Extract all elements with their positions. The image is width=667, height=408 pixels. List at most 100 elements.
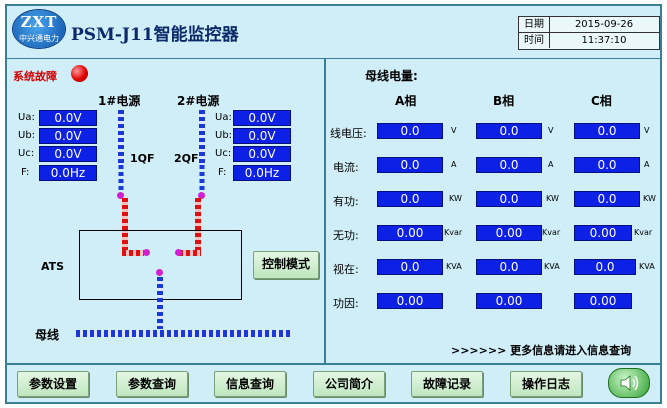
src1-f-label: F: xyxy=(21,167,30,178)
active-power-c: 0.0 xyxy=(574,191,640,207)
time-value: 11:37:10 xyxy=(581,35,627,46)
power-factor-a: 0.00 xyxy=(377,293,443,309)
active-power-b-unit: KW xyxy=(546,194,559,203)
ats-output-contact xyxy=(156,269,163,276)
current-c-unit: A xyxy=(644,160,650,169)
source2-title: 2#电源 xyxy=(177,94,220,108)
line-voltage-a-unit: V xyxy=(451,126,457,135)
current-c: 0.0 xyxy=(574,157,640,173)
reactive-power-c: 0.00 xyxy=(574,225,632,241)
line-voltage-c: 0.0 xyxy=(574,123,640,139)
current-a-unit: A xyxy=(451,160,457,169)
row-apparent-power-label: 视在: xyxy=(333,263,359,276)
src1-uc-label: Uc: xyxy=(18,148,35,159)
bus-feed-line xyxy=(157,277,163,329)
active-power-c-unit: KW xyxy=(643,194,656,203)
row-reactive-power-label: 无功: xyxy=(333,229,359,242)
row-power-factor-label: 功因: xyxy=(333,297,359,310)
current-a: 0.0 xyxy=(377,157,443,173)
line-voltage-b: 0.0 xyxy=(476,123,542,139)
apparent-power-c-unit: KVA xyxy=(639,262,655,271)
line-voltage-b-unit: V xyxy=(548,126,554,135)
datetime-box: 日期 2015-09-26 时间 11:37:10 xyxy=(518,16,660,50)
src1-f-value: 0.0Hz xyxy=(39,165,97,181)
source1-title: 1#电源 xyxy=(98,94,141,108)
line-voltage-c-unit: V xyxy=(644,126,650,135)
time-label: 时间 xyxy=(519,33,550,48)
ats-contact2 xyxy=(175,249,182,256)
param-settings-button[interactable]: 参数设置 xyxy=(17,371,89,397)
switch1-contact xyxy=(117,192,124,199)
page-title: PSM-J11智能监控器 xyxy=(71,25,239,45)
src2-ua-value: 0.0V xyxy=(233,110,291,126)
speaker-icon[interactable] xyxy=(608,368,650,398)
info-query-button[interactable]: 信息查询 xyxy=(214,371,286,397)
phase-a-header: A相 xyxy=(395,94,417,108)
apparent-power-b: 0.0 xyxy=(476,259,542,275)
source1-line xyxy=(118,110,124,166)
operation-log-button[interactable]: 操作日志 xyxy=(510,371,582,397)
logo-subtext: 中兴通电力 xyxy=(19,34,59,43)
ats-feed2-vertical xyxy=(195,198,201,254)
src1-ub-label: Ub: xyxy=(18,130,36,141)
row-active-power-label: 有功: xyxy=(333,195,359,208)
src1-ua-value: 0.0V xyxy=(39,110,97,126)
header-divider xyxy=(7,58,660,59)
src2-ub-value: 0.0V xyxy=(233,128,291,144)
current-b-unit: A xyxy=(548,160,554,169)
power-factor-b: 0.00 xyxy=(476,293,542,309)
line-voltage-a: 0.0 xyxy=(377,123,443,139)
apparent-power-a-unit: KVA xyxy=(446,262,462,271)
fault-indicator-icon xyxy=(71,65,88,82)
switch1-label: 1QF xyxy=(130,152,155,165)
apparent-power-c: 0.0 xyxy=(574,259,636,275)
breaker-links xyxy=(118,165,205,196)
hmi-screen: ZXT 中兴通电力 PSM-J11智能监控器 日期 2015-09-26 时间 … xyxy=(5,4,662,404)
ats-feed2-horizontal xyxy=(179,250,201,256)
apparent-power-b-unit: KVA xyxy=(544,262,560,271)
current-b: 0.0 xyxy=(476,157,542,173)
control-mode-button[interactable]: 控制模式 xyxy=(253,251,319,279)
phase-b-header: B相 xyxy=(493,94,515,108)
active-power-a-unit: KW xyxy=(449,194,462,203)
row-current-label: 电流: xyxy=(333,161,359,174)
bus-label: 母线 xyxy=(35,328,60,342)
src1-ub-value: 0.0V xyxy=(39,128,97,144)
footer-divider xyxy=(7,363,660,365)
fault-log-button[interactable]: 故障记录 xyxy=(411,371,483,397)
company-intro-button[interactable]: 公司简介 xyxy=(313,371,385,397)
ats-contact1 xyxy=(143,249,150,256)
reactive-power-a-unit: Kvar xyxy=(444,228,463,237)
reactive-power-b: 0.00 xyxy=(476,225,542,241)
ats-feed1-vertical xyxy=(122,198,128,254)
date-value: 2015-09-26 xyxy=(574,19,634,30)
reactive-power-b-unit: Kvar xyxy=(542,228,561,237)
center-divider xyxy=(324,58,326,363)
src2-ua-label: Ua: xyxy=(215,112,232,123)
ats-feed1-horizontal xyxy=(122,250,144,256)
active-power-b: 0.0 xyxy=(476,191,542,207)
src2-uc-label: Uc: xyxy=(215,148,232,159)
bus-bar xyxy=(76,330,292,337)
reactive-power-a: 0.00 xyxy=(377,225,443,241)
switch2-label: 2QF xyxy=(174,152,199,165)
bus-power-title: 母线电量: xyxy=(365,69,418,83)
fault-label: 系统故障 xyxy=(13,70,57,83)
ats-label: ATS xyxy=(41,260,65,273)
more-info-link[interactable]: >>>>>> 更多信息请进入信息查询 xyxy=(451,344,632,357)
speaker-glyph xyxy=(620,375,639,391)
src1-uc-value: 0.0V xyxy=(39,146,97,162)
src2-ub-label: Ub: xyxy=(215,130,233,141)
date-label: 日期 xyxy=(519,17,550,32)
logo-text: ZXT xyxy=(20,13,58,31)
src2-uc-value: 0.0V xyxy=(233,146,291,162)
param-query-button[interactable]: 参数查询 xyxy=(116,371,188,397)
src2-f-label: F: xyxy=(218,167,227,178)
switch2-contact xyxy=(198,192,205,199)
date-row: 日期 2015-09-26 xyxy=(519,17,659,33)
time-row: 时间 11:37:10 xyxy=(519,33,659,48)
src2-f-value: 0.0Hz xyxy=(233,165,291,181)
apparent-power-a: 0.0 xyxy=(377,259,443,275)
power-factor-c: 0.00 xyxy=(574,293,632,309)
phase-c-header: C相 xyxy=(591,94,612,108)
